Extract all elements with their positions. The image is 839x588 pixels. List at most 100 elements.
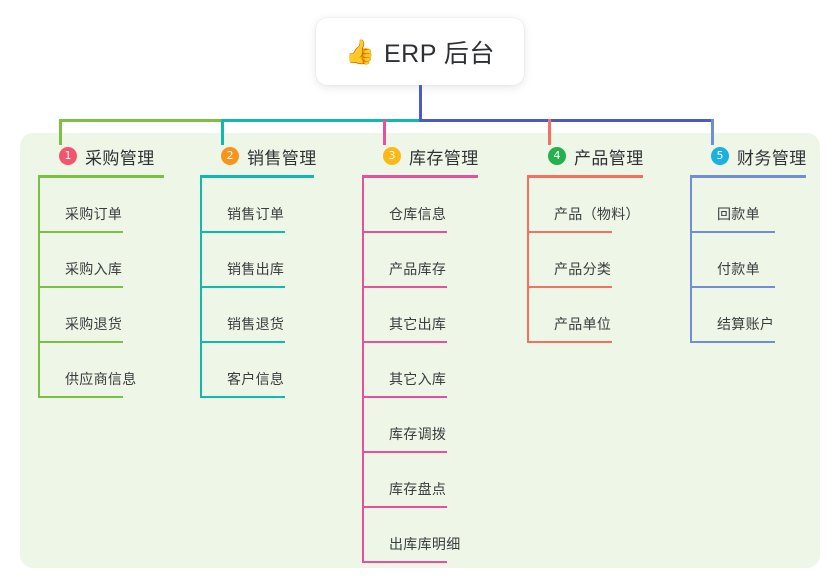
branch-item[interactable]: 结算账户 (690, 288, 807, 343)
branch-item-label: 销售退货 (227, 316, 285, 332)
branch-item-underline (362, 396, 447, 398)
branch-item-label: 产品分类 (554, 261, 612, 277)
branch-item-label: 销售出库 (227, 261, 285, 277)
branch-stub-5 (711, 119, 714, 145)
branch-spine (200, 178, 202, 398)
root-node-content: 👍 ERP 后台 (345, 34, 495, 70)
branch-item-underline (362, 561, 447, 563)
branch-header-underline (362, 175, 478, 178)
branch-item-label: 仓库信息 (389, 206, 447, 222)
branch-item-list: 销售订单销售出库销售退货客户信息 (200, 178, 317, 398)
branch-item-label: 付款单 (717, 261, 760, 277)
branch-item-label: 供应商信息 (65, 371, 137, 387)
branch-item-label: 产品单位 (554, 316, 612, 332)
branch-item-label: 库存盘点 (389, 481, 447, 497)
branch-item-label: 销售订单 (227, 206, 285, 222)
branch-item-underline (362, 341, 447, 343)
branch-stub-2 (221, 119, 224, 145)
branch-spine (690, 178, 692, 343)
branch-item[interactable]: 库存调拨 (362, 398, 479, 453)
branches-panel (20, 133, 820, 568)
root-node-title: ERP 后台 (383, 39, 495, 68)
branch-item[interactable]: 回款单 (690, 178, 807, 233)
branch-item[interactable]: 销售出库 (200, 233, 317, 288)
branch-header-underline (38, 175, 164, 178)
branch-title: 库存管理 (409, 148, 479, 168)
branch-stub-4 (548, 119, 551, 145)
branch-item-underline (38, 231, 123, 233)
branch-spine (362, 178, 364, 563)
branch-stub-3 (383, 119, 386, 145)
branch-header-4[interactable]: 4 产品管理 (527, 143, 644, 169)
branch-item[interactable]: 其它出库 (362, 288, 479, 343)
branch-item[interactable]: 付款单 (690, 233, 807, 288)
branch-number-badge: 3 (383, 147, 401, 165)
branch-item-underline (200, 396, 285, 398)
branch-item-label: 其它出库 (389, 316, 447, 332)
branch-item-label: 库存调拨 (389, 426, 447, 442)
branch-number-badge: 4 (548, 147, 566, 165)
branch-item-list: 产品（物料） 产品分类产品单位 (527, 178, 644, 343)
branch-item[interactable]: 产品分类 (527, 233, 644, 288)
branch-item[interactable]: 产品（物料） (527, 178, 644, 233)
branch-item-label: 回款单 (717, 206, 760, 222)
branch-item-label: 结算账户 (717, 316, 775, 332)
branch-item[interactable]: 其它入库 (362, 343, 479, 398)
branch-header-underline (200, 175, 314, 178)
branch-item[interactable]: 供应商信息 (38, 343, 164, 398)
branch-item[interactable]: 出库库明细 (362, 508, 479, 563)
branch-item[interactable]: 产品库存 (362, 233, 479, 288)
branch-item-list: 仓库信息产品库存其它出库其它入库库存调拨库存盘点出库库明细 (362, 178, 479, 563)
branch-item-underline (690, 231, 775, 233)
branch-item-label: 产品（物料） (554, 206, 640, 222)
branch-number-badge: 5 (711, 147, 729, 165)
branch-number-badge: 1 (59, 147, 77, 165)
bus-segment-teal (221, 119, 422, 122)
branch-item[interactable]: 客户信息 (200, 343, 317, 398)
branch-item-list: 采购订单采购入库采购退货供应商信息 (38, 178, 164, 398)
branch-item-underline (200, 286, 285, 288)
bus-segment-indigo (419, 119, 714, 122)
branch-item[interactable]: 仓库信息 (362, 178, 479, 233)
branch-title: 采购管理 (85, 148, 155, 168)
branch-header-underline (527, 175, 643, 178)
root-node-card[interactable]: 👍 ERP 后台 (316, 18, 524, 85)
branch-item[interactable]: 库存盘点 (362, 453, 479, 508)
branch-item-label: 出库库明细 (389, 536, 461, 552)
root-stem (419, 85, 422, 122)
branch-header-1[interactable]: 1 采购管理 (38, 143, 164, 169)
branch-column-4: 4 产品管理产品（物料） 产品分类产品单位 (527, 143, 644, 343)
branch-item-list: 回款单付款单结算账户 (690, 178, 807, 343)
branch-item-underline (690, 286, 775, 288)
branch-item-underline (38, 341, 123, 343)
branch-header-3[interactable]: 3 库存管理 (362, 143, 479, 169)
branch-item-label: 采购退货 (65, 316, 123, 332)
bus-segment-green (59, 119, 224, 122)
branch-item[interactable]: 采购退货 (38, 288, 164, 343)
branch-spine (38, 178, 40, 398)
branch-item-underline (690, 341, 775, 343)
branch-header-5[interactable]: 5 财务管理 (690, 143, 807, 169)
branch-item-label: 采购入库 (65, 261, 123, 277)
branch-title: 财务管理 (737, 148, 807, 168)
branch-item-underline (362, 506, 447, 508)
branch-item[interactable]: 采购入库 (38, 233, 164, 288)
branch-item-label: 采购订单 (65, 206, 123, 222)
branch-item[interactable]: 产品单位 (527, 288, 644, 343)
branch-spine (527, 178, 529, 343)
branch-item-underline (38, 286, 123, 288)
branch-number-badge: 2 (221, 147, 239, 165)
branch-item[interactable]: 销售订单 (200, 178, 317, 233)
branch-item-underline (200, 341, 285, 343)
branch-title: 产品管理 (574, 148, 644, 168)
branch-item-underline (200, 231, 285, 233)
branch-column-5: 5 财务管理回款单付款单结算账户 (690, 143, 807, 343)
branch-item-underline (527, 286, 612, 288)
branch-item-label: 产品库存 (389, 261, 447, 277)
branch-item[interactable]: 采购订单 (38, 178, 164, 233)
branch-item[interactable]: 销售退货 (200, 288, 317, 343)
branch-item-label: 其它入库 (389, 371, 447, 387)
